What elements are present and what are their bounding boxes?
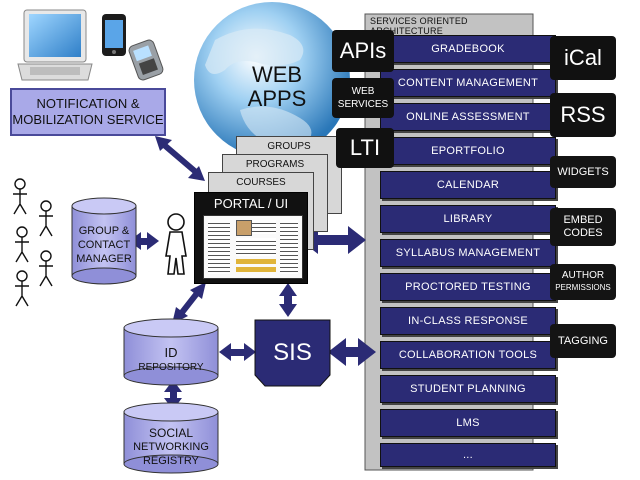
groups-label: GROUPS [267, 140, 311, 152]
portal-id-arrow [172, 282, 206, 324]
programs-label: PROGRAMS [245, 158, 305, 170]
social-line3: REGISTRY [142, 455, 200, 467]
portal-photo-icon [236, 220, 252, 236]
web-apps-line1: WEB [251, 62, 303, 87]
group-contact-manager[interactable]: GROUP & CONTACT MANAGER [72, 218, 136, 272]
portal-highlight-1 [236, 259, 276, 264]
service-library[interactable]: LIBRARY [380, 205, 556, 233]
embed-codes-tag[interactable]: EMBED CODES [550, 208, 616, 246]
people-group-icon [13, 178, 53, 307]
service-proctored-testing[interactable]: PROCTORED TESTING [380, 273, 556, 301]
portal-sis-arrow [279, 283, 297, 317]
service-more[interactable]: ... [380, 443, 556, 467]
sis-shape [254, 319, 331, 387]
id-repo-line2: REPOSITORY [138, 362, 204, 373]
social-cylinder [123, 402, 219, 474]
smartphone-icon [102, 14, 126, 56]
web-services-tag[interactable]: WEB SERVICES [332, 78, 394, 118]
service-content-management[interactable]: CONTENT MANAGEMENT [380, 69, 556, 97]
service-collaboration-tools[interactable]: COLLABORATION TOOLS [380, 341, 556, 369]
web-apps-label: WEB APPS [234, 60, 320, 114]
web-services-line1: WEB [351, 86, 375, 97]
service-lms[interactable]: LMS [380, 409, 556, 437]
id-repo-line1: ID [164, 345, 178, 360]
laptop-icon [17, 9, 93, 81]
portal-column-left [208, 220, 230, 274]
sis-soa-arrow [328, 338, 376, 366]
author-line2: PERMISSIONS [555, 283, 611, 292]
id-sis-arrow [219, 343, 256, 361]
service-online-assessment[interactable]: ONLINE ASSESSMENT [380, 103, 556, 131]
service-calendar[interactable]: CALENDAR [380, 171, 556, 199]
portal-title: PORTAL / UI [213, 195, 289, 211]
notification-line1: NOTIFICATION & [36, 96, 140, 111]
sis-label[interactable]: SIS [273, 339, 312, 366]
group-manager-line3: MANAGER [76, 253, 132, 265]
group-manager-line1: GROUP & [78, 225, 130, 237]
embed-line1: EMBED [563, 214, 603, 226]
portal-column-right [280, 220, 298, 274]
portal-ui-box[interactable]: PORTAL / UI [194, 192, 308, 284]
social-line2: NETWORKING [133, 441, 209, 453]
id-repository-cylinder [123, 318, 219, 386]
soa-title: SERVICES ORIENTED ARCHITECTURE [370, 16, 468, 36]
portal-screen [203, 215, 303, 279]
group-contact-cylinder [71, 197, 137, 285]
web-services-line2: SERVICES [337, 99, 389, 110]
notification-service-box[interactable]: NOTIFICATION & MOBILIZATION SERVICE [10, 88, 166, 136]
service-in-class-response[interactable]: IN-CLASS RESPONSE [380, 307, 556, 335]
portal-text-lines [252, 220, 276, 234]
notification-portal-arrow [155, 136, 205, 181]
widgets-tag[interactable]: WIDGETS [550, 156, 616, 188]
service-gradebook[interactable]: GRADEBOOK [380, 35, 556, 63]
notification-line2: MOBILIZATION SERVICE [12, 112, 164, 127]
service-student-planning[interactable]: STUDENT PLANNING [380, 375, 556, 403]
author-permissions-tag[interactable]: AUTHOR PERMISSIONS [550, 264, 616, 300]
apis-tag[interactable]: APIs [332, 30, 394, 72]
service-syllabus-management[interactable]: SYLLABUS MANAGEMENT [380, 239, 556, 267]
web-apps-line2: APPS [247, 86, 307, 111]
service-eportfolio[interactable]: EPORTFOLIO [380, 137, 556, 165]
ical-tag[interactable]: iCal [550, 36, 616, 80]
group-manager-line2: CONTACT [77, 239, 131, 251]
embed-line2: CODES [563, 227, 603, 239]
social-line1: SOCIAL [148, 426, 193, 440]
courses-label: COURSES [236, 176, 286, 188]
social-networking-registry[interactable]: SOCIAL NETWORKING REGISTRY [124, 424, 218, 470]
mobile-phone-icon [128, 39, 164, 81]
rss-tag[interactable]: RSS [550, 93, 616, 137]
portal-highlight-2 [236, 267, 276, 272]
id-repository[interactable]: ID REPOSITORY [124, 342, 218, 378]
lti-tag[interactable]: LTI [336, 128, 394, 168]
author-line1: AUTHOR [561, 270, 605, 281]
portal-body-lines [236, 238, 276, 256]
person-icon [165, 213, 187, 275]
tagging-tag[interactable]: TAGGING [550, 324, 616, 358]
